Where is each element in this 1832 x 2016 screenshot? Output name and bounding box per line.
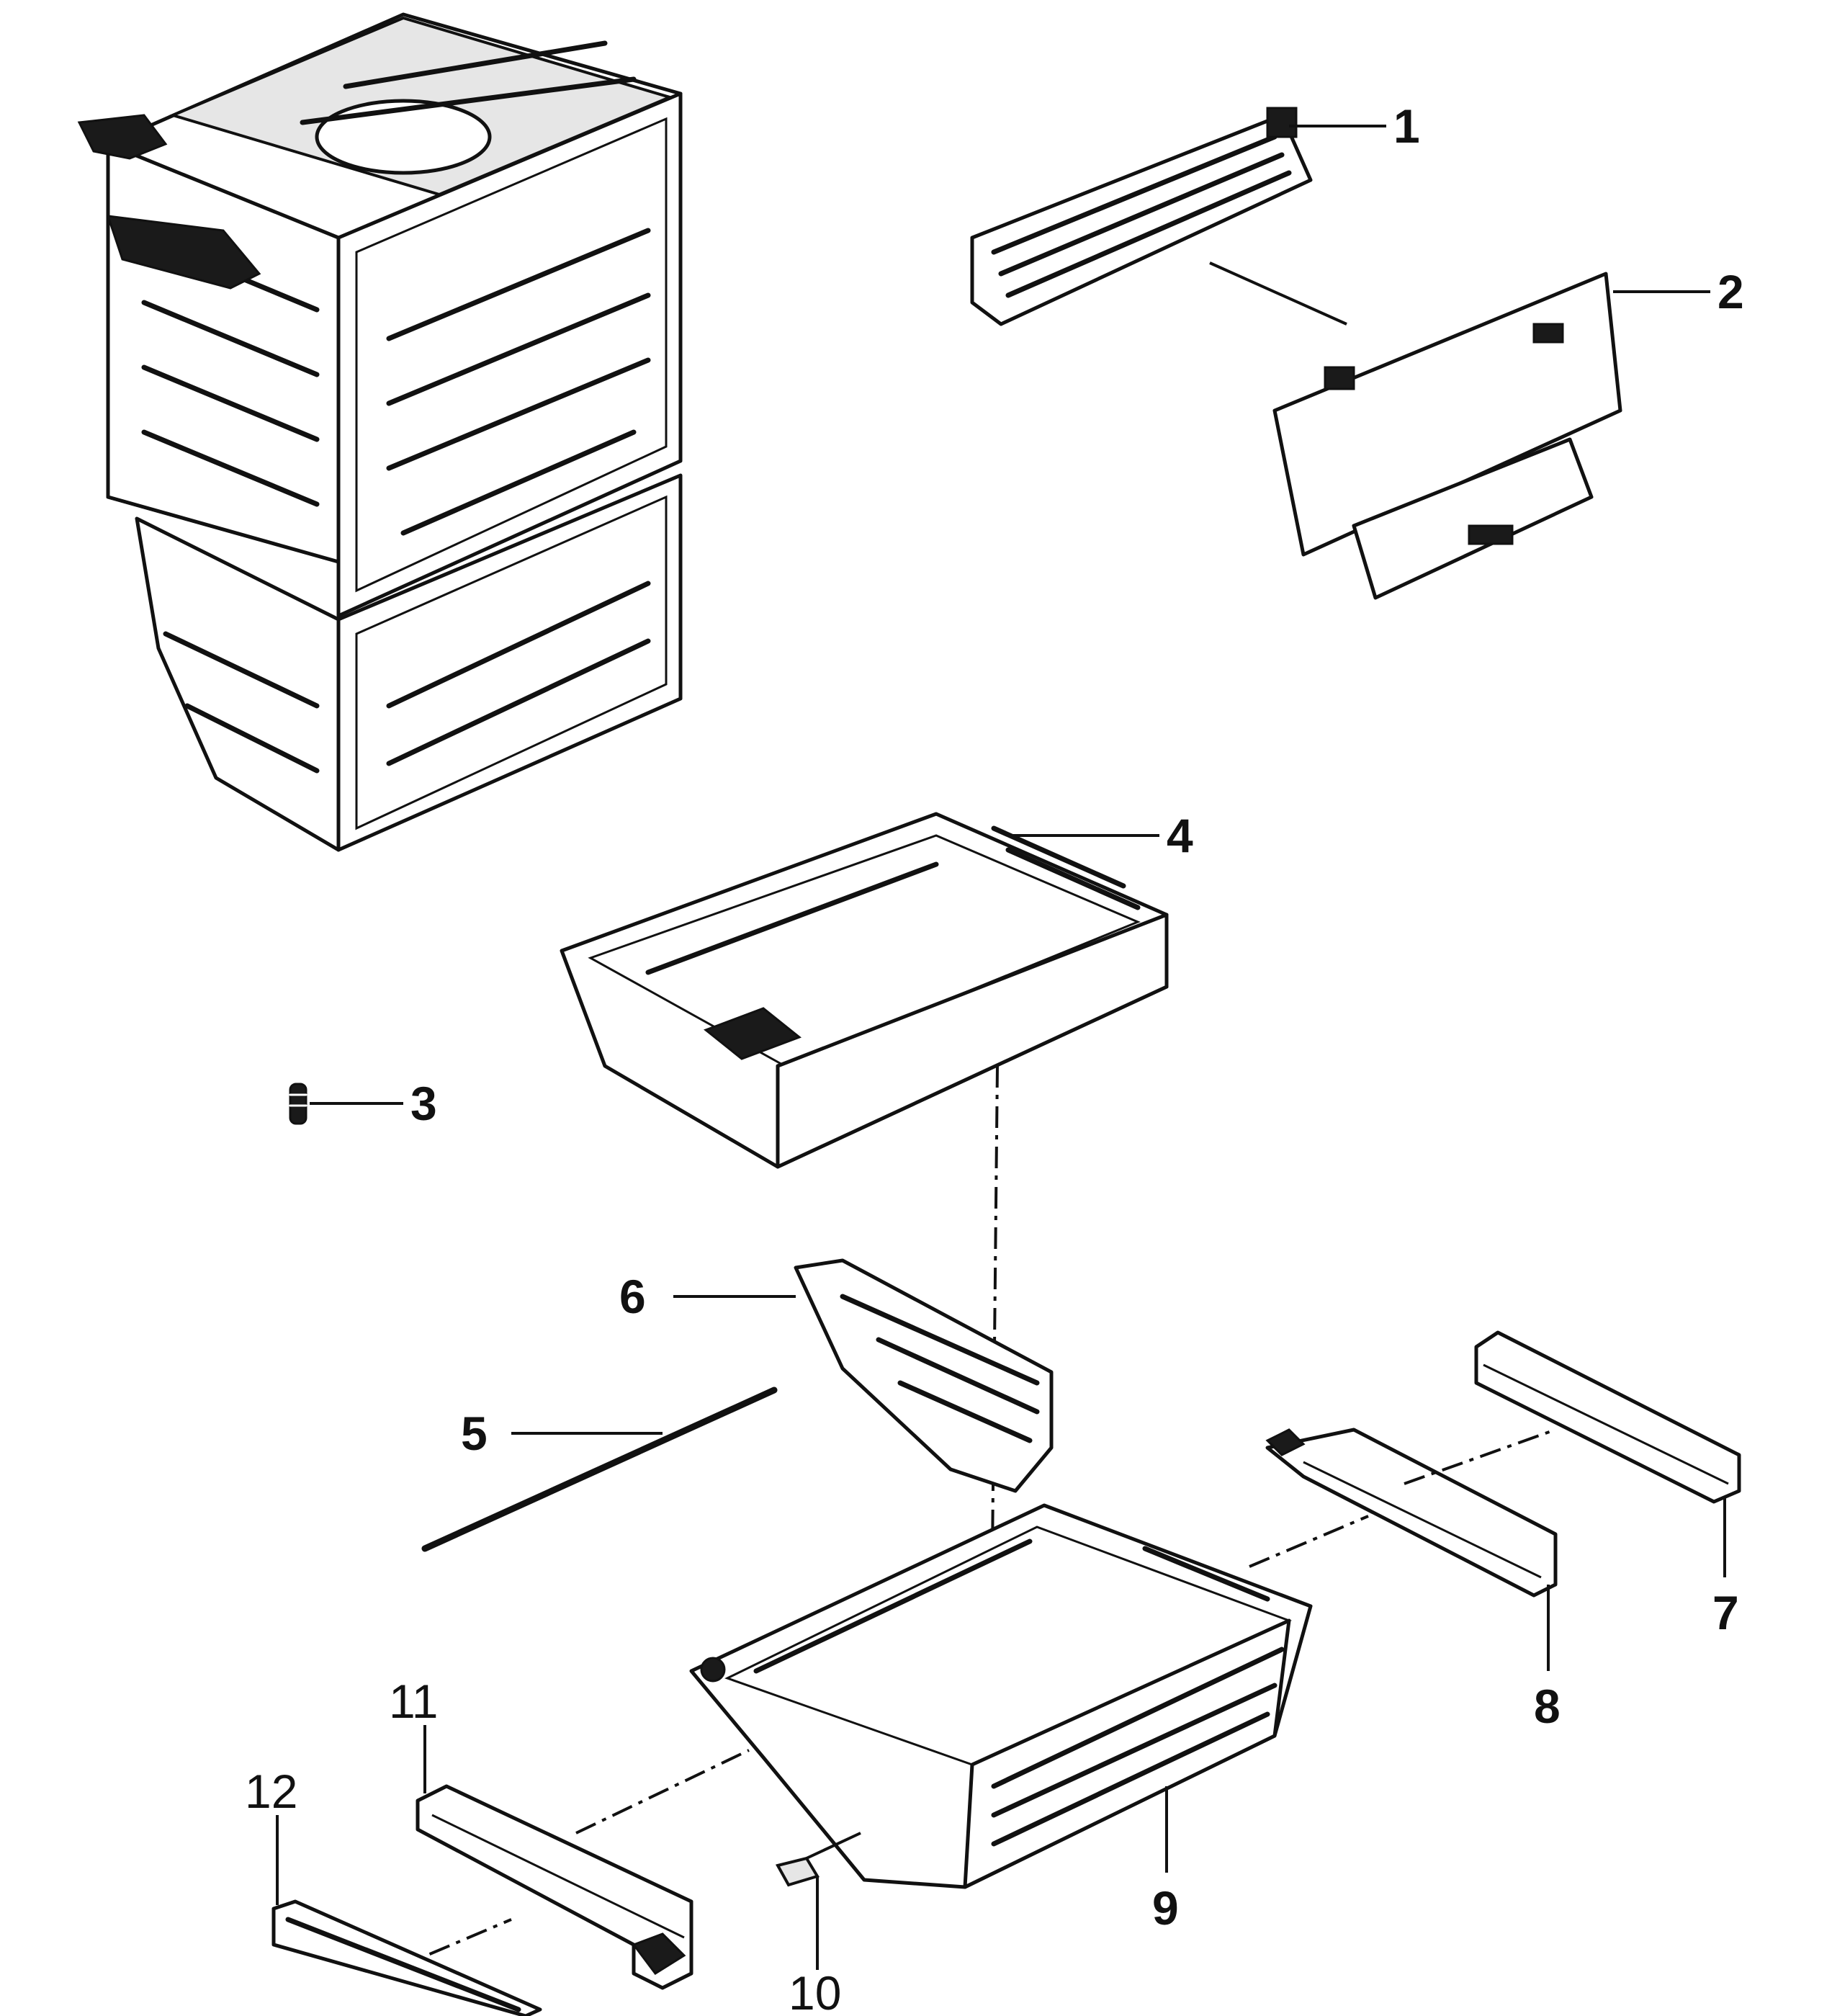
part-3-screw xyxy=(289,1083,307,1125)
part-number-7: 7 xyxy=(1712,1586,1739,1639)
part-7-rail xyxy=(1474,1330,1741,1504)
part-number-10: 10 xyxy=(789,1966,841,2016)
connector-1-2 xyxy=(1209,261,1347,326)
part-5-rod xyxy=(421,1386,778,1552)
part-4-upper-tray xyxy=(560,812,1169,1169)
refrigerator-cabinet xyxy=(77,12,683,852)
part-number-4: 4 xyxy=(1167,809,1193,862)
guide-line-7-8 xyxy=(1404,1428,1556,1485)
part-12-bracket xyxy=(271,1899,542,2016)
part-number-6: 6 xyxy=(619,1270,646,1323)
part-number-12: 12 xyxy=(245,1765,297,1818)
part-8-slide xyxy=(1265,1428,1558,1598)
part-6-divider xyxy=(794,1258,1054,1493)
part-number-8: 8 xyxy=(1534,1680,1561,1733)
leader-part-10-basket xyxy=(806,1832,861,1860)
part-9-basket xyxy=(689,1503,1313,1889)
part-number-2: 2 xyxy=(1717,265,1744,318)
part-11-slide xyxy=(416,1784,693,1990)
part-10-bumper xyxy=(775,1856,820,1887)
part-number-11: 11 xyxy=(389,1675,439,1728)
part-number-5: 5 xyxy=(461,1407,488,1460)
part-number-1: 1 xyxy=(1393,99,1420,153)
part-number-3: 3 xyxy=(410,1077,437,1130)
part-2-evaporator-cover xyxy=(1272,272,1622,600)
part-number-9: 9 xyxy=(1152,1881,1179,1935)
guide-line-9-11 xyxy=(575,1749,750,1834)
part-1-evaporator xyxy=(970,107,1313,326)
guide-line-8-9 xyxy=(1249,1515,1369,1568)
